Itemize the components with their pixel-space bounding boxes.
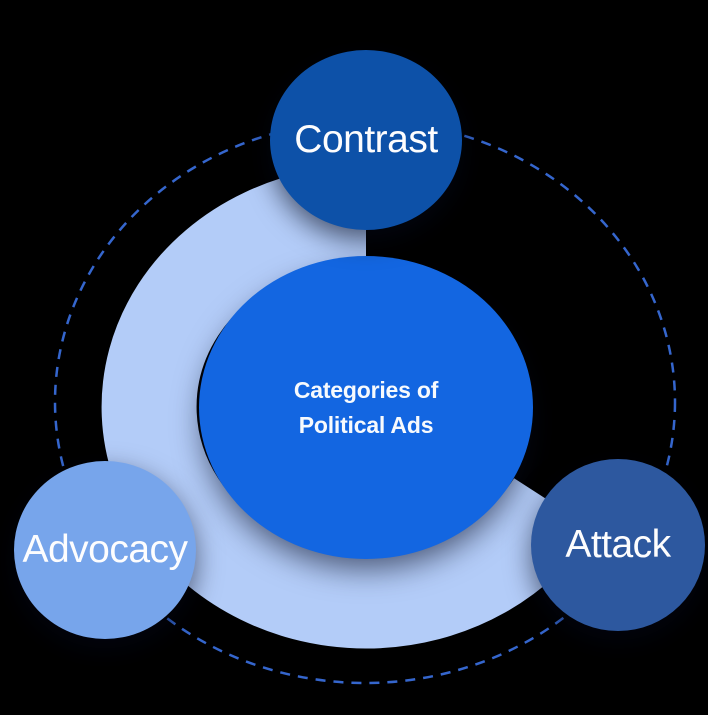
center-label-line1: Categories of xyxy=(293,376,439,403)
center-node-label: Categories of Political Ads xyxy=(293,373,439,443)
node-attack-label: Attack xyxy=(565,523,671,566)
node-advocacy-label: Advocacy xyxy=(22,528,188,571)
node-contrast-label: Contrast xyxy=(294,118,438,161)
node-contrast: Contrast xyxy=(270,50,462,230)
node-advocacy: Advocacy xyxy=(14,461,196,639)
node-attack: Attack xyxy=(531,459,705,631)
center-label-line2: Political Ads xyxy=(298,411,434,438)
center-node: Categories of Political Ads xyxy=(199,256,533,559)
